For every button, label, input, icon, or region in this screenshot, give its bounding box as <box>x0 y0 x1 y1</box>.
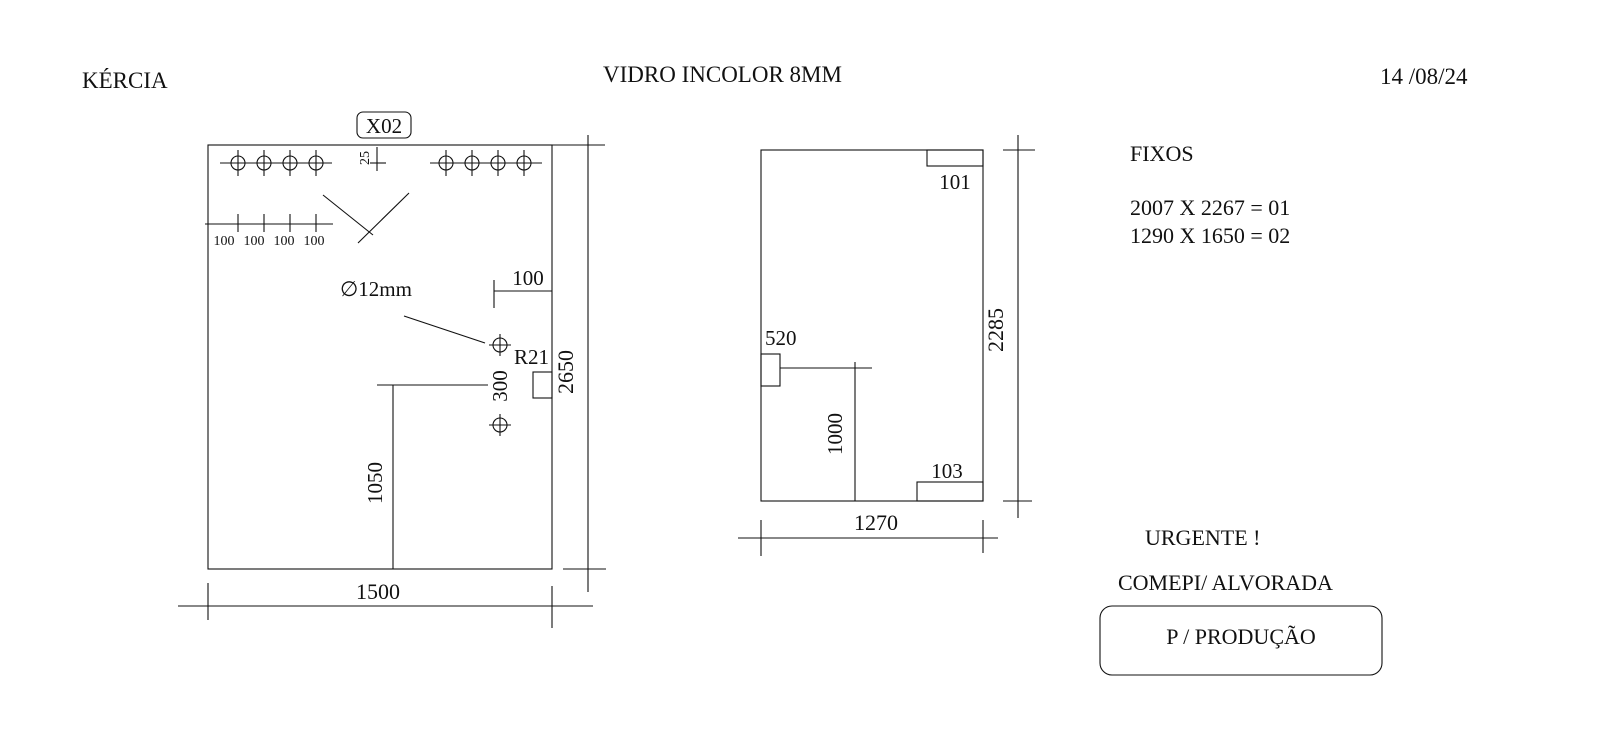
hole-marker <box>438 150 454 176</box>
hole-marker <box>256 150 272 176</box>
height-label: 2650 <box>553 350 578 394</box>
height-to-mark-label: 1050 <box>363 462 387 504</box>
hole-marker <box>282 150 298 176</box>
notch-bottom <box>916 481 984 502</box>
edge-offset-label: 100 <box>512 266 544 290</box>
diameter-leader <box>403 315 486 344</box>
fixed-size-line: 1290 X 1650 = 02 <box>1130 223 1290 248</box>
piece-2-drawing: 101 520 1000 103 2285 1270 <box>738 135 1035 556</box>
production-stamp: P / PRODUÇÃO <box>1166 624 1316 649</box>
height-to-mark-label: 1000 <box>823 413 847 455</box>
spacing-label: 100 <box>274 234 295 249</box>
location-note: COMEPI/ ALVORADA <box>1118 570 1333 595</box>
width-label: 1270 <box>854 510 898 535</box>
piece-1-outline <box>207 144 553 570</box>
urgent-note: URGENTE ! <box>1145 525 1260 550</box>
height-label: 2285 <box>983 308 1008 352</box>
hole-marker <box>464 150 480 176</box>
notch-top <box>926 149 984 167</box>
hole-spacing-dimension <box>205 214 333 232</box>
hole-marker <box>489 414 511 436</box>
section-title: FIXOS <box>1130 141 1194 166</box>
piece-tag: X02 <box>366 114 402 138</box>
hole-row-left <box>220 150 332 176</box>
notch-side-label: 520 <box>765 326 797 350</box>
dim-25-label: 25 <box>358 151 373 165</box>
notch-bottom-label: 103 <box>931 459 963 483</box>
piece-tag-box <box>356 111 412 139</box>
client-name: KÉRCIA <box>82 68 168 93</box>
hole-marker <box>230 150 246 176</box>
piece-1-drawing: X02 25 <box>178 111 606 628</box>
hole-marker <box>489 334 511 356</box>
notch-side <box>760 353 781 387</box>
notch <box>532 371 553 399</box>
hole-row-right <box>430 150 542 176</box>
leader-line <box>357 192 410 244</box>
spacing-label: 100 <box>244 234 265 249</box>
hole-marker <box>490 150 506 176</box>
fixed-size-line: 2007 X 2267 = 01 <box>1130 195 1290 220</box>
spacing-label: 100 <box>304 234 325 249</box>
hole-diameter-label: ∅12mm <box>340 277 412 301</box>
vertical-spacing-label: 300 <box>488 370 512 402</box>
order-date: 14 /08/24 <box>1380 64 1468 89</box>
material-title: VIDRO INCOLOR 8MM <box>603 62 842 87</box>
hole-marker <box>308 150 324 176</box>
piece-2-outline <box>760 149 984 502</box>
leader-line <box>322 194 374 236</box>
width-label: 1500 <box>356 579 400 604</box>
stamp-box <box>1099 605 1383 676</box>
spacing-label: 100 <box>214 234 235 249</box>
radius-label: R21 <box>514 345 549 369</box>
notch-top-label: 101 <box>939 170 971 194</box>
hole-marker <box>516 150 532 176</box>
